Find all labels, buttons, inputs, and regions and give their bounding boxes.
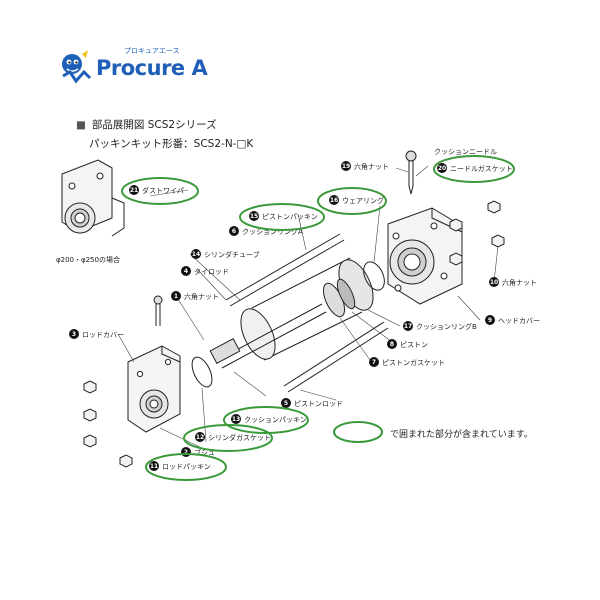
callout-7: 7 ピストンガスケット [369,357,445,367]
svg-text:ニードルガスケット: ニードルガスケット [450,164,513,173]
callout-14: 14 シリンダチューブ [191,249,260,259]
svg-text:13: 13 [232,416,240,423]
callout-15: 15 ピストンパッキン [249,211,318,221]
svg-text:12: 12 [196,434,204,441]
svg-text:ロッドパッキン: ロッドパッキン [162,463,211,471]
svg-text:14: 14 [192,251,200,258]
kit-highlight-ellipses [121,155,515,481]
svg-text:ブシュ: ブシュ [194,448,215,457]
svg-text:7: 7 [372,359,376,366]
svg-text:6: 6 [232,228,236,235]
piston-rod-drawing [209,278,356,369]
rod-cover-needle-drawing [153,295,163,326]
callout-1: 1 六角ナット [171,291,219,301]
callout-20: 20 ニードルガスケット [437,163,513,173]
svg-text:六角ナット: 六角ナット [354,162,389,171]
cylinder-tube-drawing [240,257,374,361]
callout-13: 13 クッションパッキン [231,414,307,424]
svg-text:タイロッド: タイロッド [194,267,229,276]
svg-text:ピストンロッド: ピストンロッド [294,400,343,408]
svg-text:21: 21 [130,187,138,194]
highlight-needle-gasket [433,155,515,183]
svg-text:六角ナット: 六角ナット [502,278,537,287]
svg-text:クッションパッキン: クッションパッキン [244,416,307,424]
svg-text:クッションニードル: クッションニードル [434,148,497,156]
page-title-text: 部品展開図 SCS2シリーズ [91,119,217,131]
callout-21: 21 ダストワイパ [129,185,184,195]
callout-8: 8 ピストン [387,339,428,349]
callout-3: 3 ロッドカバー [69,329,124,339]
svg-text:シリンダガスケット: シリンダガスケット [208,433,271,442]
svg-text:4: 4 [184,268,188,275]
callout-4: 4 タイロッド [181,266,229,276]
callout-12: 12 シリンダガスケット [195,432,271,442]
kit-model-number: パッキンキット形番：SCS2-N-□K [89,138,254,150]
highlight-cushion-packing [223,406,309,434]
head-cover-drawing [387,207,463,305]
rod-cover-drawing [127,345,181,433]
side-note: φ200・φ250の場合 [56,255,120,264]
wear-ring-drawing [363,261,385,291]
highlight-dust-wiper [121,177,199,205]
cushion-needle-drawing [405,150,417,195]
svg-text:20: 20 [438,165,446,172]
highlight-piston-packing [239,203,325,231]
legend-highlight-ellipse [333,421,383,443]
callout-10: 10 六角ナット [489,277,537,287]
brand-name: Procure A [96,56,208,80]
svg-text:19: 19 [342,163,350,170]
svg-text:シリンダチューブ: シリンダチューブ [204,250,260,259]
mascot-icon [62,50,92,84]
svg-text:3: 3 [72,331,76,338]
tie-rods-drawing [225,233,389,393]
page-title: ■ 部品展開図 SCS2シリーズ [76,117,217,132]
svg-text:六角ナット: 六角ナット [184,292,219,301]
svg-text:2: 2 [184,449,188,456]
callout-cushion-needle: クッションニードル [434,148,497,156]
hex-nuts-drawing [83,200,505,468]
callout-17: 17 クッションリングB [403,321,477,331]
svg-text:16: 16 [330,197,338,204]
svg-text:クッションリングB: クッションリングB [416,322,477,331]
svg-text:11: 11 [150,463,158,470]
svg-text:ピストン: ピストン [400,341,428,349]
svg-text:ウェアリング: ウェアリング [342,196,384,205]
svg-text:ロッドカバー: ロッドカバー [82,331,124,339]
callout-19: 19 六角ナット [341,161,389,171]
svg-text:1: 1 [174,293,178,300]
svg-text:ピストンパッキン: ピストンパッキン [262,213,318,221]
brand-ruby: プロキュアエース [124,47,180,55]
svg-text:5: 5 [284,400,288,407]
svg-text:8: 8 [390,341,394,348]
callout-9: 9 ヘッドカバー [485,315,540,325]
svg-text:17: 17 [404,323,412,330]
highlight-rod-packing [145,453,227,481]
svg-text:ピストンガスケット: ピストンガスケット [382,358,445,367]
rod-cover-inset-drawing [61,159,125,237]
cylinder-gasket-ring [191,356,213,388]
highlight-wear-ring [317,187,387,215]
procure-a-logo: プロキュアエース Procure A [58,44,218,88]
callout-5: 5 ピストンロッド [281,398,343,408]
svg-text:ダストワイパ: ダストワイパ [142,186,184,195]
svg-text:15: 15 [250,213,258,220]
svg-text:10: 10 [490,279,498,286]
callout-16: 16 ウェアリング [329,195,384,205]
square-bullet-icon: ■ [76,119,86,131]
callout-6: 6 クッションリングA [229,226,303,236]
leader-lines [117,165,499,451]
svg-text:ヘッドカバー: ヘッドカバー [498,317,540,325]
legend-text: で囲まれた部分が含まれています。 [390,430,533,440]
svg-text:クッションリングA: クッションリングA [242,227,303,236]
callout-11: 11 ロッドパッキン [149,461,211,471]
svg-text:9: 9 [488,317,492,324]
highlight-cylinder-gasket [183,424,273,452]
